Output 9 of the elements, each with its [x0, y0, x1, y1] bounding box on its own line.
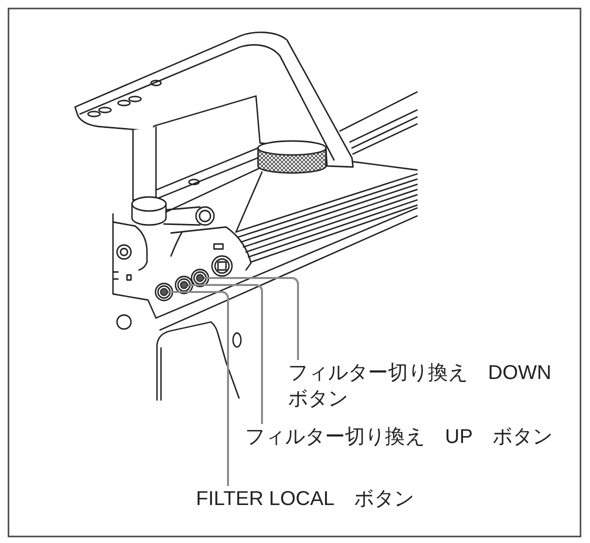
callout-label: FILTER LOCAL ボタン	[196, 486, 456, 512]
leader-line	[188, 284, 263, 424]
leader-line	[168, 291, 229, 486]
callout-label: フィルター切り換え DOWN ボタン	[288, 360, 573, 412]
leader-line	[204, 277, 299, 360]
push-button	[160, 288, 168, 296]
push-button	[196, 274, 204, 282]
push-button	[180, 281, 188, 289]
callout-label: フィルター切り換え UP ボタン	[245, 424, 575, 450]
